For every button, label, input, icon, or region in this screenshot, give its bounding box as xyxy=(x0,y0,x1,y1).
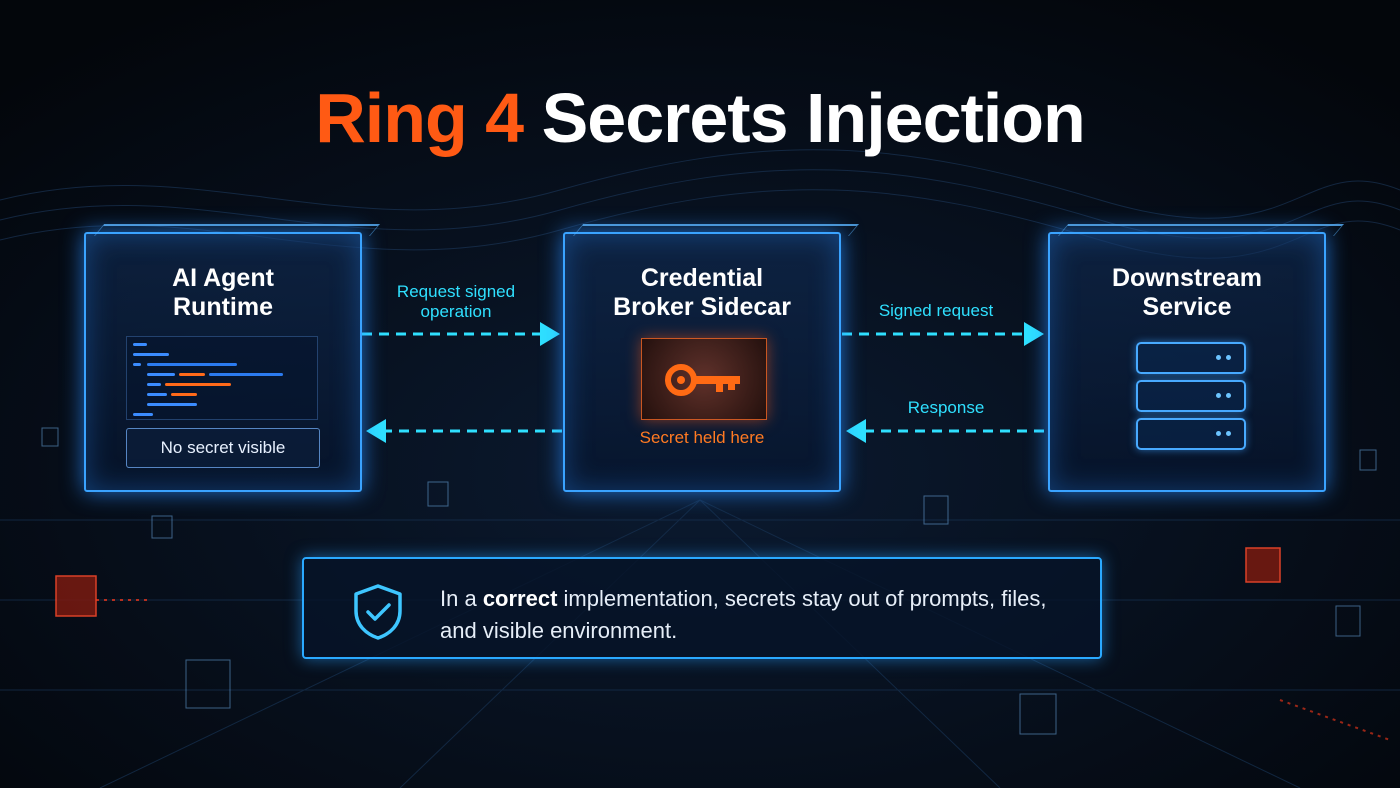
broker-title: Credential Broker Sidecar xyxy=(565,264,839,322)
title-accent: Ring 4 xyxy=(315,79,524,157)
arrow-request-head xyxy=(540,322,560,346)
agent-title: AI Agent Runtime xyxy=(86,264,360,322)
shield-check-icon xyxy=(354,584,402,640)
broker-title-line1: Credential xyxy=(640,264,764,292)
note-suffix: implementation, secrets stay out of prom… xyxy=(440,586,1047,643)
implementation-note: In a correct implementation, secrets sta… xyxy=(302,557,1102,659)
page-title: Ring 4 Secrets Injection xyxy=(0,78,1400,158)
arrow-return-head xyxy=(366,419,386,443)
arrow-response-head xyxy=(846,419,866,443)
agent-title-line1: AI Agent xyxy=(172,264,274,292)
node-credential-broker: Credential Broker Sidecar Secret held he… xyxy=(563,232,841,492)
secret-held-label: Secret held here xyxy=(639,428,765,447)
code-lines-icon xyxy=(126,336,318,420)
service-title-line2: Service xyxy=(1142,293,1232,321)
label-response: Response xyxy=(907,398,985,417)
note-prefix: In a xyxy=(440,586,483,611)
note-text: In a correct implementation, secrets sta… xyxy=(440,583,1080,647)
label-signed: Signed request xyxy=(878,301,994,320)
service-title: Downstream Service xyxy=(1050,264,1324,322)
agent-title-line2: Runtime xyxy=(173,293,273,321)
service-title-line1: Downstream xyxy=(1111,264,1263,292)
node-downstream-service: Downstream Service xyxy=(1048,232,1326,492)
broker-title-line2: Broker Sidecar xyxy=(613,293,791,321)
arrow-signed-head xyxy=(1024,322,1044,346)
key-icon xyxy=(665,364,740,396)
node-agent-runtime: AI Agent Runtime No secret visible xyxy=(84,232,362,492)
title-rest: Secrets Injection xyxy=(523,79,1086,157)
no-secret-badge: No secret visible xyxy=(126,428,320,468)
label-request-line1: Request signed xyxy=(396,282,516,301)
key-panel xyxy=(641,338,767,420)
label-request: Request signed operation xyxy=(366,282,546,322)
label-request-line2: operation xyxy=(420,302,492,321)
note-emphasis: correct xyxy=(482,586,558,611)
